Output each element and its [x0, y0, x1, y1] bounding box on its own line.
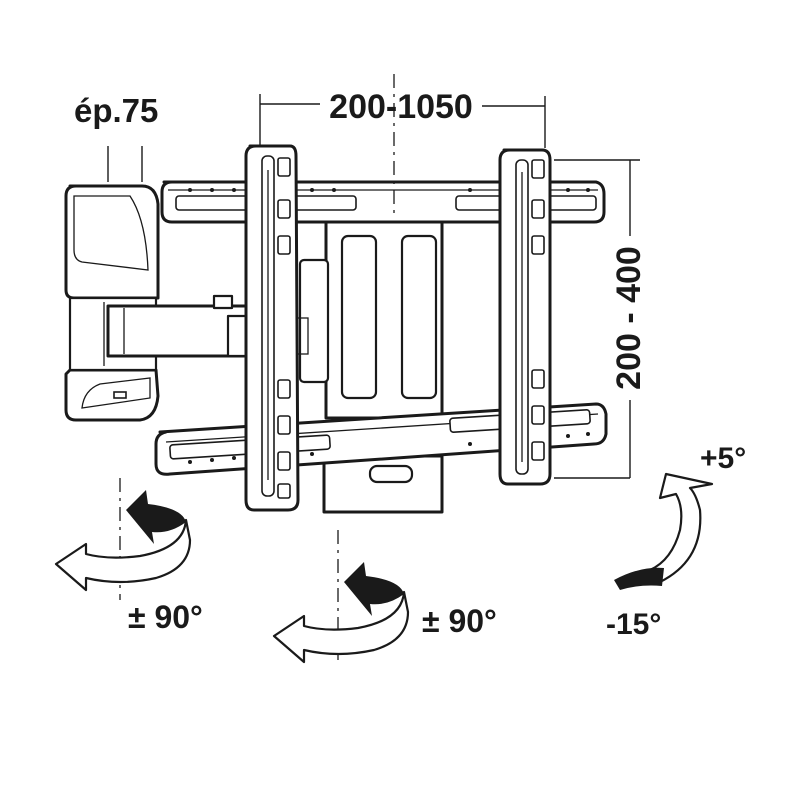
width-label: 200-1050: [329, 88, 473, 126]
wall-plate: [64, 184, 160, 422]
depth-label: ép.75: [74, 92, 158, 129]
swivel-left-arrow-icon: [54, 490, 192, 592]
width-dimension: [259, 94, 546, 148]
rail-holes: [188, 188, 590, 464]
height-dimension: [554, 159, 640, 479]
swivel-right-arrow-icon: [272, 562, 410, 664]
tilt-up-label: +5°: [700, 442, 746, 475]
swivel-left-label: ± 90°: [128, 599, 203, 635]
depth-dimension: [107, 146, 143, 182]
swivel-right-label: ± 90°: [422, 603, 497, 639]
height-label: 200 - 400: [610, 246, 648, 390]
tilt-down-label: -15°: [606, 608, 661, 641]
swing-arm: [106, 294, 262, 358]
tilt-arrow-icon: [614, 472, 714, 590]
center-carriage: [289, 220, 444, 514]
right-vertical-arm: [498, 148, 552, 486]
left-vertical-arm: [244, 144, 300, 512]
